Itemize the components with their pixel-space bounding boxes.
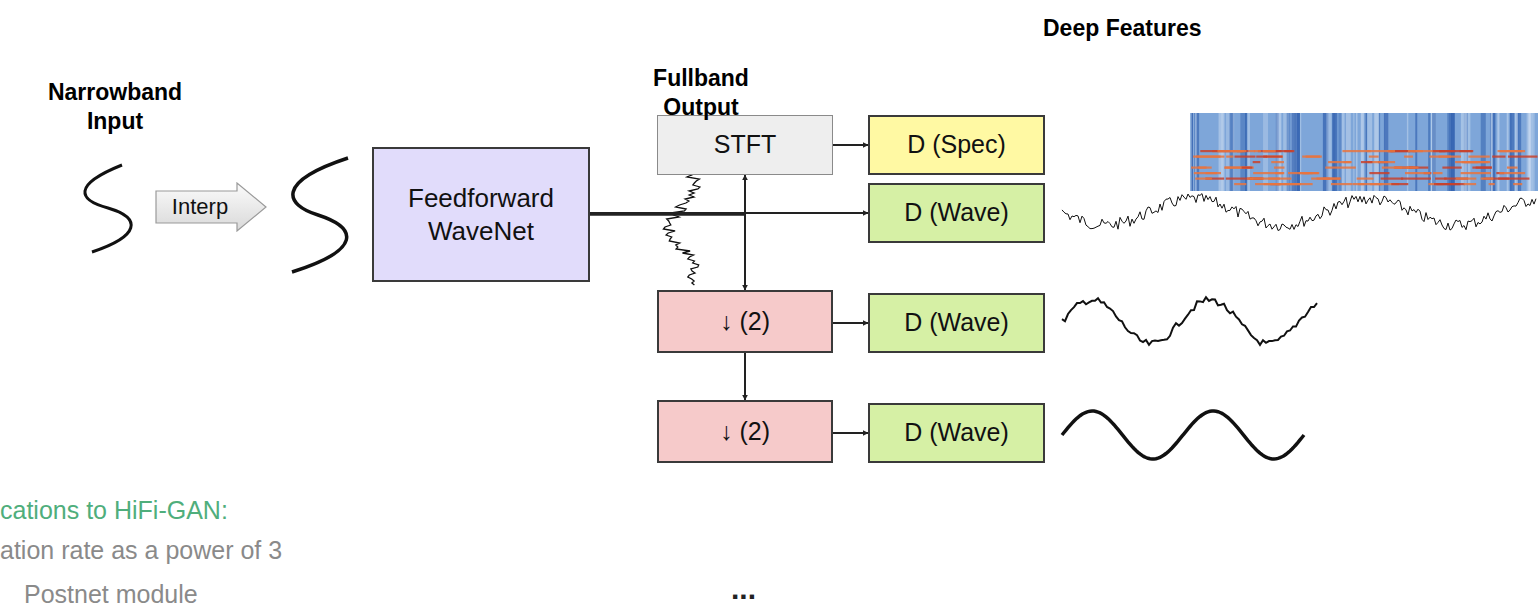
quarter-rate-wave — [1062, 411, 1304, 459]
discriminator-box: D (Wave) — [868, 403, 1045, 463]
flow-arrow — [833, 432, 868, 434]
flow-arrow — [590, 175, 745, 215]
node-label: Interp — [172, 193, 228, 221]
section-heading: Narrowband Input — [40, 78, 190, 136]
generator-box: Feedforward WaveNet — [372, 147, 590, 282]
discriminator-box: D (Wave) — [868, 183, 1045, 243]
node-label: ↓ (2) — [720, 416, 770, 447]
section-heading: Deep Features — [1043, 15, 1202, 42]
interpolated-wave — [292, 158, 348, 272]
flow-arrow — [833, 322, 868, 324]
discriminator-box: D (Spec) — [868, 115, 1045, 175]
narrowband-wave — [85, 165, 131, 252]
fullrate-wave — [1062, 194, 1536, 231]
slide-note-heading: cations to HiFi-GAN: — [0, 496, 228, 525]
fullband-wave — [663, 165, 700, 285]
downsample-box: ↓ (2) — [657, 290, 833, 353]
flow-arrow — [833, 144, 868, 146]
node-label: D (Wave) — [904, 417, 1009, 448]
node-label: Feedforward WaveNet — [380, 182, 582, 247]
discriminator-box: D (Wave) — [868, 293, 1045, 353]
flow-arrow — [590, 215, 745, 291]
interp-arrow: Interp — [155, 182, 267, 232]
node-label: D (Wave) — [904, 197, 1009, 228]
continuation-dots: ... — [731, 572, 756, 606]
node-label: D (Spec) — [907, 129, 1006, 160]
transform-box: STFT — [657, 115, 833, 175]
node-label: ↓ (2) — [720, 306, 770, 337]
flow-arrow — [744, 353, 746, 400]
node-label: STFT — [714, 129, 777, 160]
downsample-box: ↓ (2) — [657, 400, 833, 463]
spectrogram-image — [1190, 113, 1538, 191]
slide-note: ation rate as a power of 3 — [0, 536, 282, 565]
half-rate-wave — [1062, 297, 1317, 345]
node-label: D (Wave) — [904, 307, 1009, 338]
slide-note: Postnet module — [24, 580, 198, 608]
section-heading: Fullband Output — [638, 64, 764, 122]
